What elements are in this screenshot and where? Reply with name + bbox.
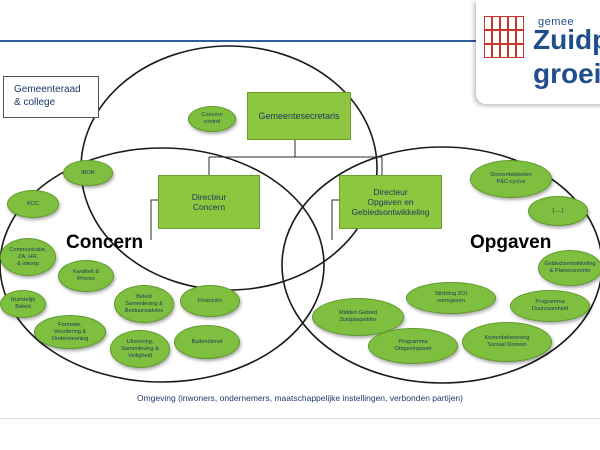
directeur-concern-label: Directeur Concern: [191, 192, 227, 212]
kwaliteit-node: Kwaliteit & Proces: [58, 260, 114, 292]
ruimtelijk-beleid-node: Ruimtelijk Beleid: [0, 290, 46, 318]
ibor-node: IBOR: [63, 160, 113, 186]
right-ellipse: [281, 146, 600, 384]
programma-omgevingswet-node: Programma Omgevingswet: [368, 328, 458, 364]
ibor-label: IBOR: [81, 169, 95, 176]
beleid-samenleving-node: Beleid Samenleving & Bestuursadvies: [114, 285, 174, 323]
gemeenteraad-college-box: Gemeenteraad & college: [3, 76, 99, 118]
doorontwikkelen-node: Doorontwikkelen P&C-cyclus: [470, 160, 552, 198]
gemeentesecretaris-node: Gemeentesecretaris: [247, 92, 351, 140]
buitendienst-label: Buitendienst: [191, 338, 223, 345]
concern-control-node: Concern control: [188, 106, 236, 132]
omgeving-caption: Omgeving (inwoners, ondernemers, maatsch…: [136, 393, 463, 403]
formatie-node: Formatie, Voordering & Ondersteuning: [34, 315, 106, 349]
concern-label: Concern: [66, 232, 144, 253]
programma-omgevingswet-label: Programma Omgevingswet: [394, 339, 432, 352]
doorontwikkelen-label: Doorontwikkelen P&C-cyclus: [490, 172, 532, 185]
logo-text-line2: groei: [533, 58, 600, 89]
kwaliteit-label: Kwaliteit & Proces: [72, 269, 100, 282]
buitendienst-node: Buitendienst: [174, 325, 240, 359]
kcc-label: KCC: [27, 200, 39, 207]
header-rule: [0, 40, 480, 42]
logo-text-line1: Zuidp: [533, 24, 600, 55]
communicatie-label: Communicatie, ZA, HR, & inkoop: [9, 246, 47, 267]
directeur-opgaven-node: Directeur Opgaven en Gebiedsontwikkeling: [339, 175, 442, 229]
kcc-node: KCC: [7, 190, 59, 218]
financien-label: Financiën: [197, 297, 223, 304]
ruimtelijk-beleid-label: Ruimtelijk Beleid: [10, 297, 36, 310]
directeur-concern-node: Directeur Concern: [158, 175, 260, 229]
stichting-zoi-label: Stichting ZOI vormgeven: [434, 291, 468, 304]
opgaven-label: Opgaven: [470, 232, 552, 253]
stichting-zoi-node: Stichting ZOI vormgeven: [406, 282, 496, 314]
placeholder-dots-node: [.....]: [528, 196, 588, 226]
programma-duurzaamheid-label: Programma Duurzaamheid: [531, 299, 569, 312]
programma-duurzaamheid-node: Programma Duurzaamheid: [510, 290, 590, 322]
directeur-opgaven-label: Directeur Opgaven en Gebiedsontwikkeling: [351, 187, 430, 217]
uitvoering-label: Uitvoering, Samenleving & Veiligheid: [121, 338, 159, 359]
left-ellipse: [0, 147, 325, 383]
footer-rule: [0, 418, 600, 419]
concern-control-label: Concern control: [201, 112, 223, 125]
placeholder-dots-label: [.....]: [552, 207, 564, 214]
beleid-samenleving-label: Beleid Samenleving & Bestuursadvies: [124, 293, 164, 314]
kostenbeheersing-label: Kostenbeheersing Sociaal Domein: [484, 335, 530, 348]
uitvoering-node: Uitvoering, Samenleving & Veiligheid: [110, 330, 170, 368]
org-connectors: [150, 140, 383, 240]
kostenbeheersing-node: Kostenbeheersing Sociaal Domein: [462, 322, 552, 362]
logo-panel: [476, 0, 600, 104]
formatie-label: Formatie, Voordering & Ondersteuning: [51, 321, 89, 342]
raad-label: Gemeenteraad & college: [14, 84, 81, 108]
municipality-logo-icon: [484, 16, 524, 58]
gebiedsontwikkeling-node: Gebiedsontwikkeling & Planeconomie: [538, 250, 600, 286]
communicatie-node: Communicatie, ZA, HR, & inkoop: [0, 238, 56, 276]
gebiedsontwikkeling-label: Gebiedsontwikkeling & Planeconomie: [544, 261, 596, 274]
gemeentesecretaris-label: Gemeentesecretaris: [258, 111, 340, 121]
financien-node: Financiën: [180, 285, 240, 317]
midden-gebied-label: Midden Gebied Zuidplaspolder: [339, 310, 377, 323]
logo-text-small: gemee: [538, 16, 575, 28]
